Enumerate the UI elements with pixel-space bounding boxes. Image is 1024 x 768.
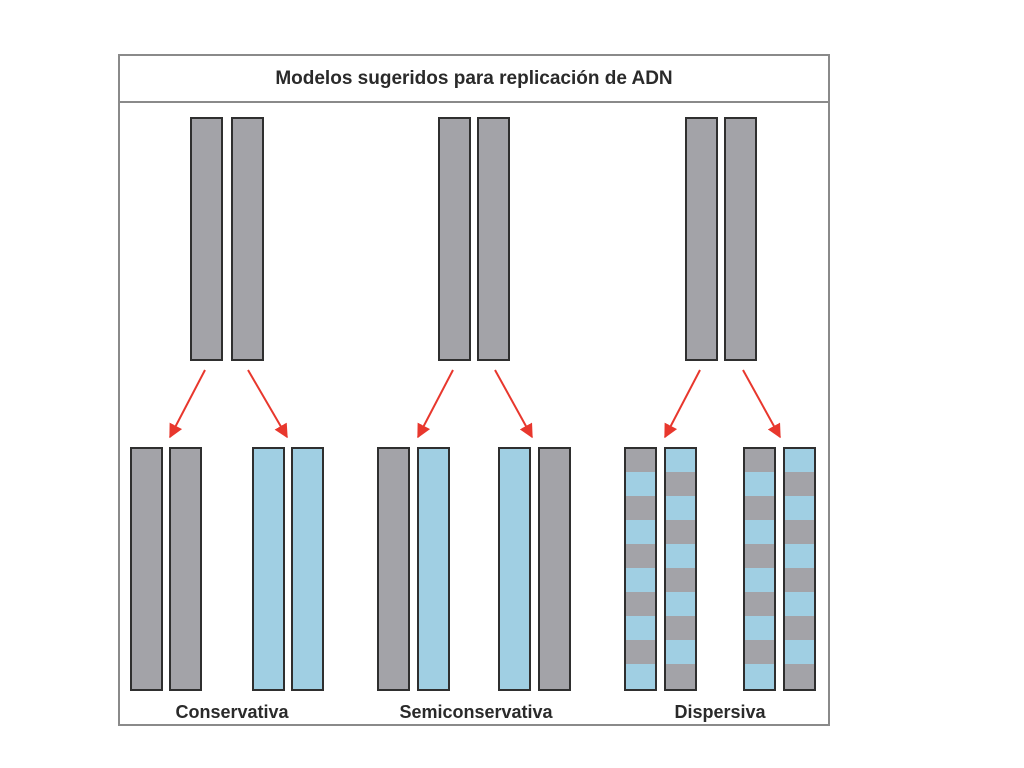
parent-strand	[685, 117, 718, 361]
daughter-helix-left	[130, 447, 202, 691]
mixed-strand	[743, 447, 776, 691]
new-strand	[252, 447, 285, 691]
replication-arrow	[417, 369, 454, 439]
model-label-semiconservative: Semiconservativa	[399, 702, 553, 722]
model-semiconservative: Semiconservativa	[377, 117, 571, 722]
replication-arrow	[664, 369, 701, 439]
new-strand	[498, 447, 531, 691]
parent-helix	[438, 117, 510, 361]
parent-strand	[477, 117, 510, 361]
replication-arrow	[742, 369, 781, 439]
replication-arrow	[494, 369, 533, 439]
parent-strand	[724, 117, 757, 361]
daughter-helix-left	[624, 447, 697, 691]
parent-strand	[190, 117, 223, 361]
mixed-strand	[783, 447, 816, 691]
new-strand	[291, 447, 324, 691]
parent-helix	[190, 117, 264, 361]
parent-strand	[231, 117, 264, 361]
model-label-dispersive: Dispersiva	[674, 702, 766, 722]
new-strand	[417, 447, 450, 691]
model-dispersive: Dispersiva	[624, 117, 816, 722]
daughter-helix-left	[377, 447, 450, 691]
daughter-helix-right	[498, 447, 571, 691]
replication-arrow	[169, 369, 206, 439]
model-label-conservative: Conservativa	[175, 702, 289, 722]
parent-helix	[685, 117, 757, 361]
daughter-helix-right	[252, 447, 324, 691]
model-conservative: Conservativa	[130, 117, 324, 722]
replication-arrow	[247, 369, 288, 439]
old-strand	[377, 447, 410, 691]
old-strand	[538, 447, 571, 691]
mixed-strand	[664, 447, 697, 691]
parent-strand	[438, 117, 471, 361]
daughter-helix-right	[743, 447, 816, 691]
old-strand	[169, 447, 202, 691]
old-strand	[130, 447, 163, 691]
mixed-strand	[624, 447, 657, 691]
diagram-title: Modelos sugeridos para replicación de AD…	[120, 56, 828, 103]
